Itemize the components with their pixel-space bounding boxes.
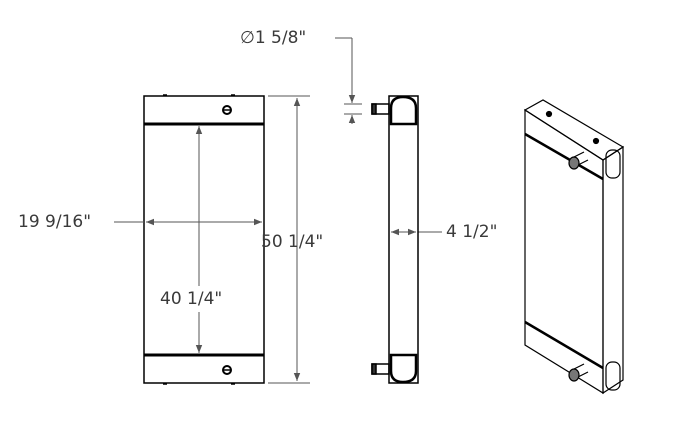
iso-port-bottom — [568, 368, 580, 382]
core-height-label: 40 1/4" — [160, 289, 223, 309]
diameter-label: ∅1 5/8" — [240, 30, 306, 47]
iso-port-top — [568, 156, 580, 170]
dimension-lines — [114, 37, 442, 384]
side-view — [371, 95, 419, 384]
overall-height-label: 50 1/4" — [261, 232, 324, 252]
diameter-symbol: ∅ — [240, 28, 255, 48]
depth-label: 4 1/2" — [446, 222, 498, 242]
diameter-value: 1 5/8" — [254, 28, 307, 48]
isometric-view — [523, 99, 625, 395]
width-label: 19 9/16" — [18, 212, 92, 232]
front-view — [143, 94, 265, 385]
